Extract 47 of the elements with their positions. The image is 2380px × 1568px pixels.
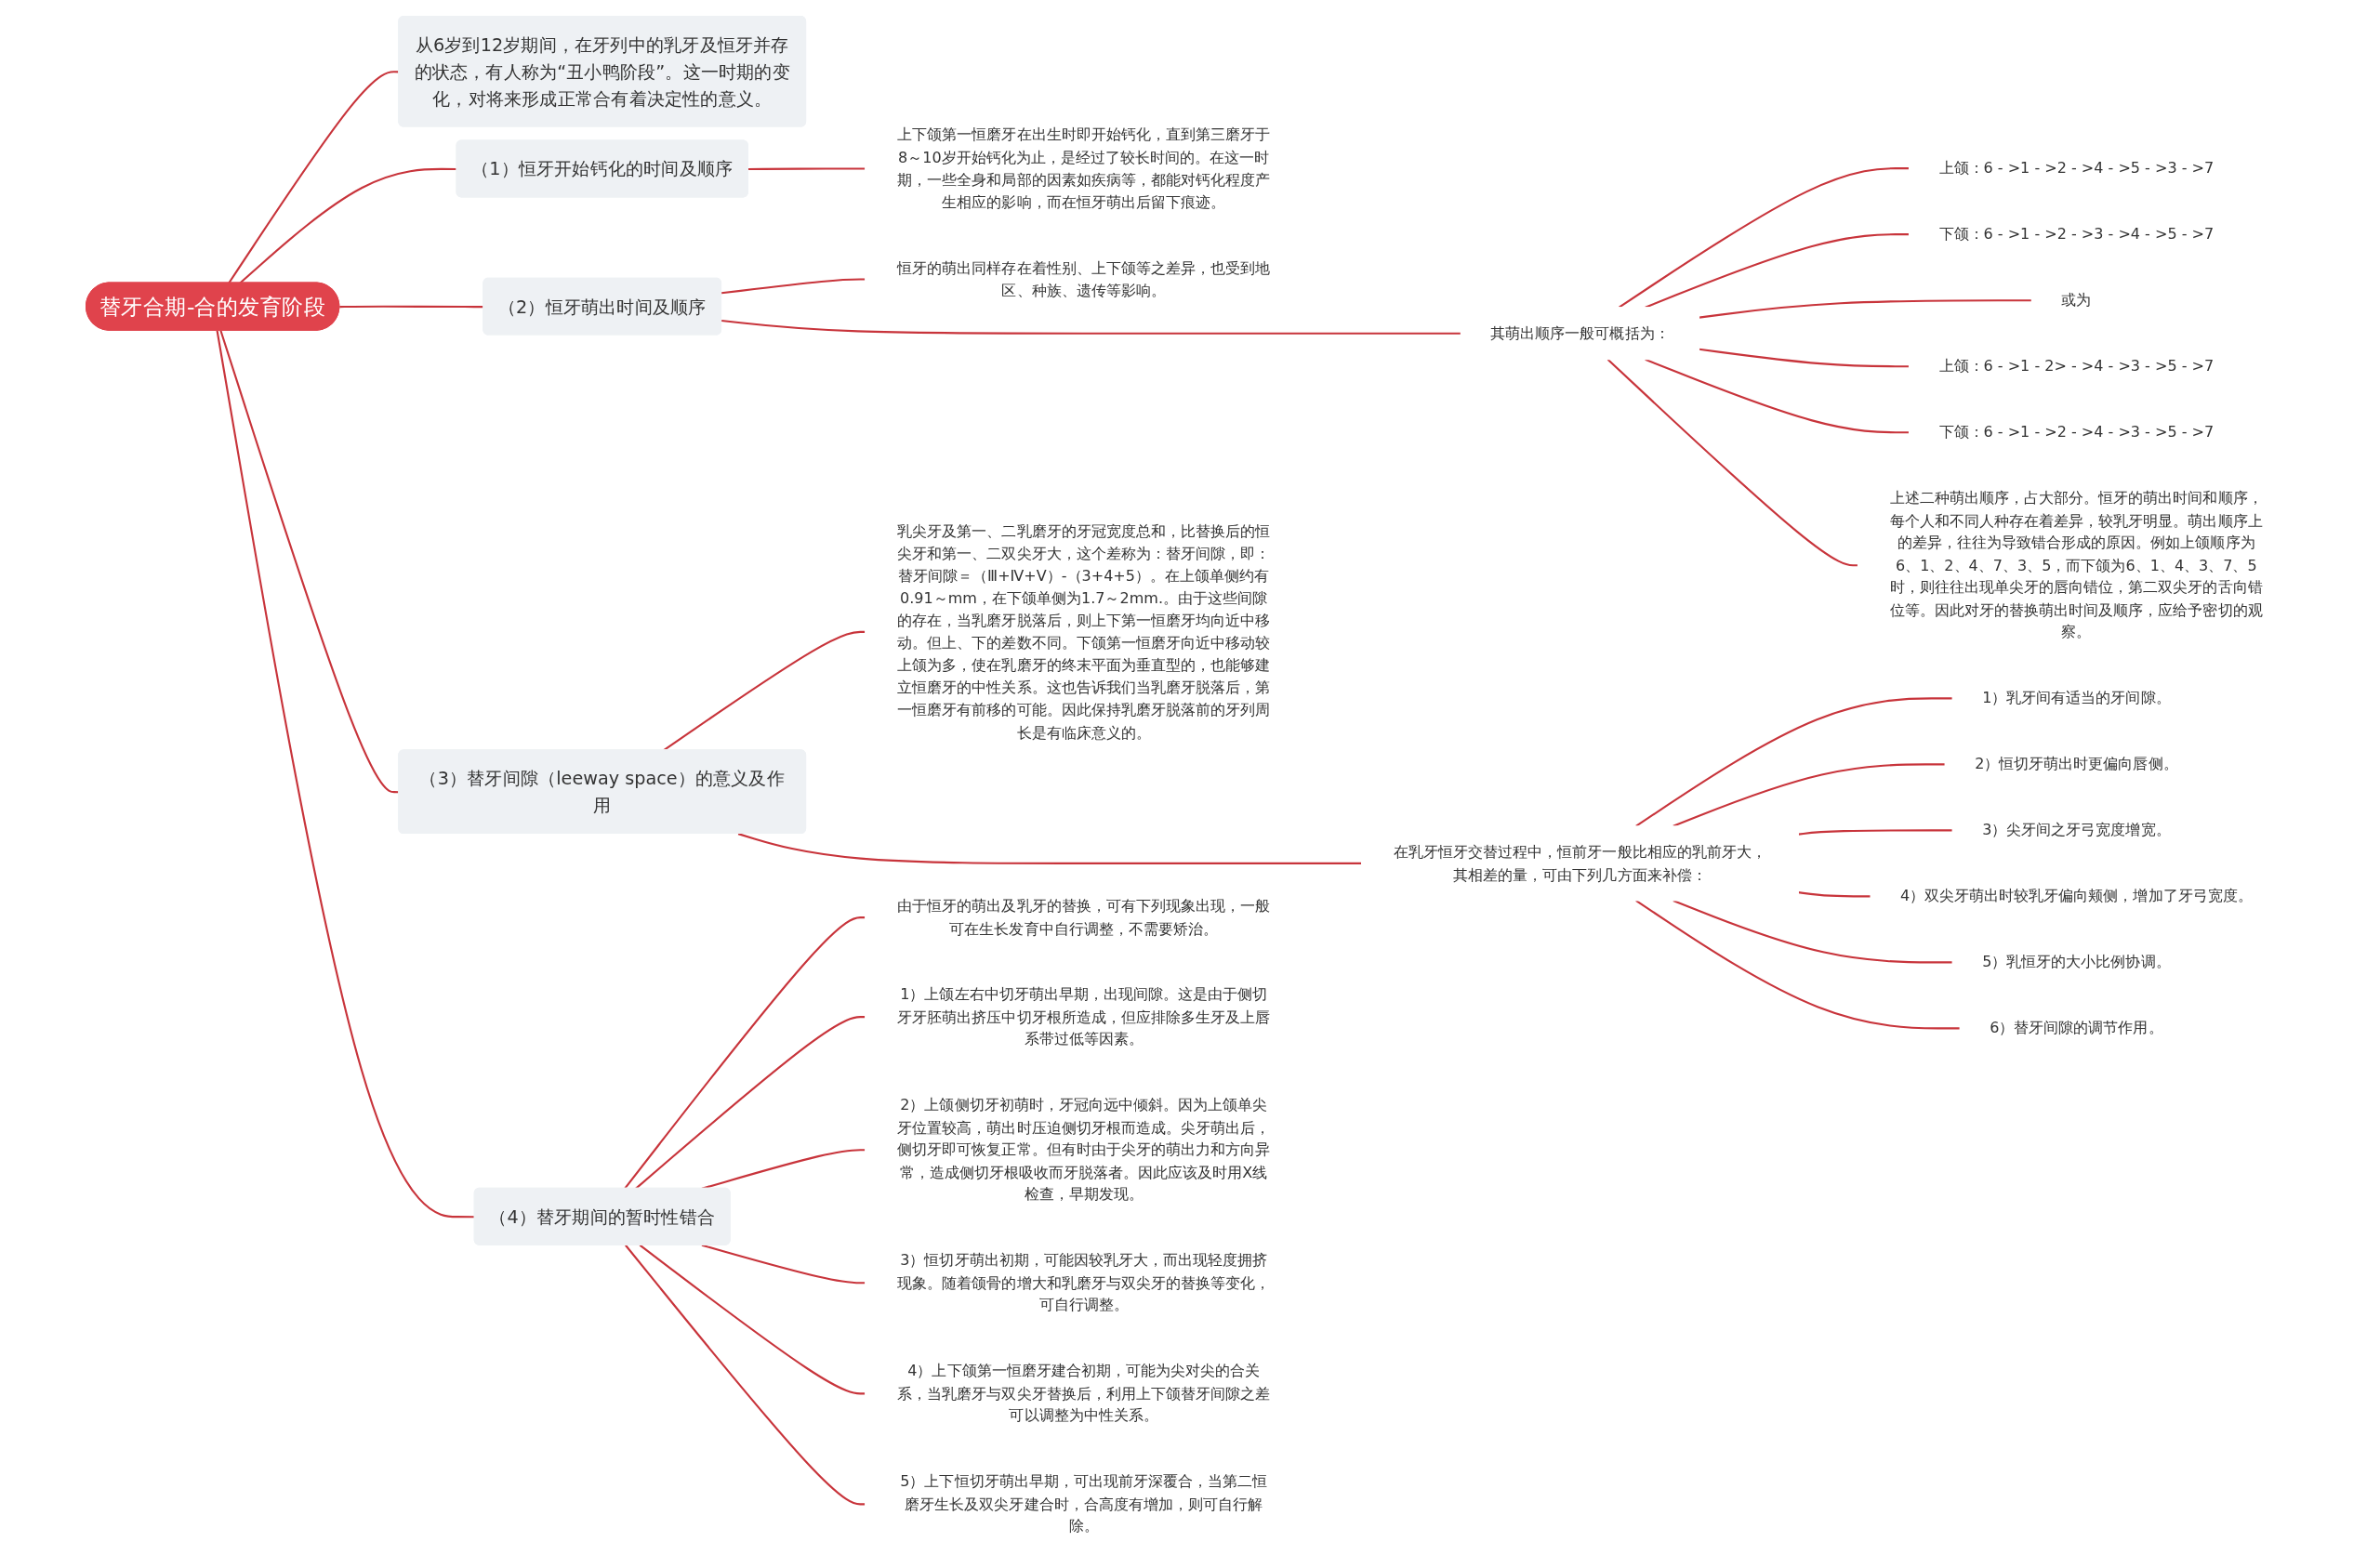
connector — [1797, 890, 1871, 897]
node-text: 由于恒牙的萌出及乳牙的替换，可有下列现象出现，一般可在生长发育中自行调整，不需要矫治。 — [896, 896, 1270, 937]
connector — [1673, 899, 1952, 963]
node-text: 3）尖牙间之牙弓宽度增宽。 — [1981, 821, 2171, 839]
node-text: 1）乳牙间有适当的牙间隙。 — [1981, 688, 2171, 707]
connector — [701, 1244, 866, 1284]
connector — [662, 630, 866, 751]
node-text: 恒牙的萌出同样存在着性别、上下颌等之差异，也受到地区、种族、遗传等影响。 — [896, 258, 1270, 299]
node-text: 下颌：6 - >1 - >2 - >4 - >3 - >5 - >7 — [1938, 422, 2214, 441]
connector — [338, 305, 483, 308]
connector — [1644, 232, 1910, 309]
connector — [1699, 348, 1910, 367]
connector — [1673, 762, 1945, 827]
node-text: 上述二种萌出顺序，占大部分。恒牙的萌出时间和顺序，每个人和不同人种存在着差异，较乳牙明显。萌出顺序上的差异，往往为导致错合形成的原因。例如上颌顺序为6、1、2、4、7、3、5，而下颌为6、1、4、3、7、5时，则往往出现单尖牙的唇向错位，第二双尖牙的舌向错位等。因此对牙的替换萌出时间及顺序，应给予密切的观察。 — [1889, 488, 2263, 641]
node-text: 上颌：6 - >1 - >2 - >4 - >5 - >3 - >7 — [1938, 158, 2214, 178]
node-text: 上下颌第一恒磨牙在出生时即开始钙化，直到第三磨牙于8～10岁开始钙化为止，是经过了较长时间的。在这一时期，一些全身和局部的因素如疾病等，都能对钙化程度产生相应的影响，而在恒牙萌出后留下痕迹。 — [896, 125, 1270, 211]
connector — [623, 916, 866, 1189]
node-text: 3）恒切牙萌出初期，可能因较乳牙大，而出现轻度拥挤现象。随着颌骨的增大和乳磨牙与双尖牙的替换等变化，可自行调整。 — [896, 1250, 1270, 1314]
connector — [624, 1244, 866, 1505]
node-text: 1）上颌左右中切牙萌出早期，出现间隙。这是由于侧切牙牙胚萌出挤压中切牙根所造成，但应排除多生牙及上唇系带过低等因素。 — [896, 984, 1270, 1048]
node-text: 2）上颌侧切牙初萌时，牙冠向远中倾斜。因为上颌单尖牙位置较高，萌出时压迫侧切牙根而造成。尖牙萌出后，侧切牙即可恢复正常。但有时由于尖牙的萌出力和方向异常，造成侧切牙根吸收而牙脱落者。因此应该及时用X线检查，早期发现。 — [896, 1095, 1270, 1204]
connector — [1618, 166, 1910, 309]
node-text: 2）恒切牙萌出时更偏向唇侧。 — [1974, 755, 2178, 773]
connector — [1797, 828, 1952, 836]
node-text: 5）乳恒牙的大小比例协调。 — [1981, 953, 2171, 971]
node-text: 下颌：6 - >1 - >2 - >3 - >4 - >5 - >7 — [1938, 224, 2214, 244]
node-text: 或为 — [2060, 290, 2091, 310]
connector — [639, 1244, 866, 1394]
node-text: 4）双尖牙萌出时较乳牙偏向颊侧，增加了牙弓宽度。 — [1899, 887, 2253, 905]
connector — [219, 329, 399, 793]
connector — [1699, 298, 2031, 319]
node-text: 在乳牙恒牙交替过程中，恒前牙一般比相应的乳前牙大，其相差的量，可由下列几方面来补偿： — [1393, 842, 1766, 883]
connector — [1644, 358, 1910, 433]
node-text: 4）上下颌第一恒磨牙建合初期，可能为尖对尖的合关系，当乳磨牙与双尖牙替换后，利用上下颌替牙间隙之差可以调整为中性关系。 — [896, 1361, 1270, 1425]
connector — [227, 70, 399, 283]
connector — [1634, 696, 1952, 827]
node-text: 5）上下恒切牙萌出早期，可出现前牙深覆合，当第二恒磨牙生长及双尖牙建合时，合高度有增加，则可自行解除。 — [899, 1472, 1267, 1535]
connector — [721, 277, 866, 294]
connector — [1634, 899, 1960, 1029]
node-text: 其萌出顺序一般可概括为： — [1489, 323, 1670, 342]
node-text: 上颌：6 - >1 - 2> - >4 - >3 - >5 - >7 — [1938, 356, 2214, 376]
connector — [747, 166, 866, 170]
connector — [721, 319, 1461, 335]
connector — [737, 832, 1362, 864]
connector — [1606, 358, 1858, 566]
node-text: 6）替牙间隙的调节作用。 — [1989, 1019, 2163, 1037]
node-text: 乳尖牙及第一、二乳磨牙的牙冠宽度总和，比替换后的恒尖牙和第一、二双尖牙大，这个差称为：替牙间隙，即：替牙间隙＝（Ⅲ+Ⅳ+Ⅴ）-（3+4+5）。在上颌单侧约有0.91～mm，在下颌单侧为1.7～2mm.。由于这些间隙的存在，当乳磨牙脱落后，则上下第一恒磨牙均向近中移动。但上、下的差数不同。下颌第一恒磨牙向近中移动较上颌为多，使在乳磨牙的终末平面为垂直型的，也能够建立恒磨牙的中性关系。这也告诉我们当乳磨牙脱落后，第一恒磨牙有前移的可能。因此保持乳磨牙脱落前的牙列周长是有临床意义的。 — [896, 521, 1270, 741]
